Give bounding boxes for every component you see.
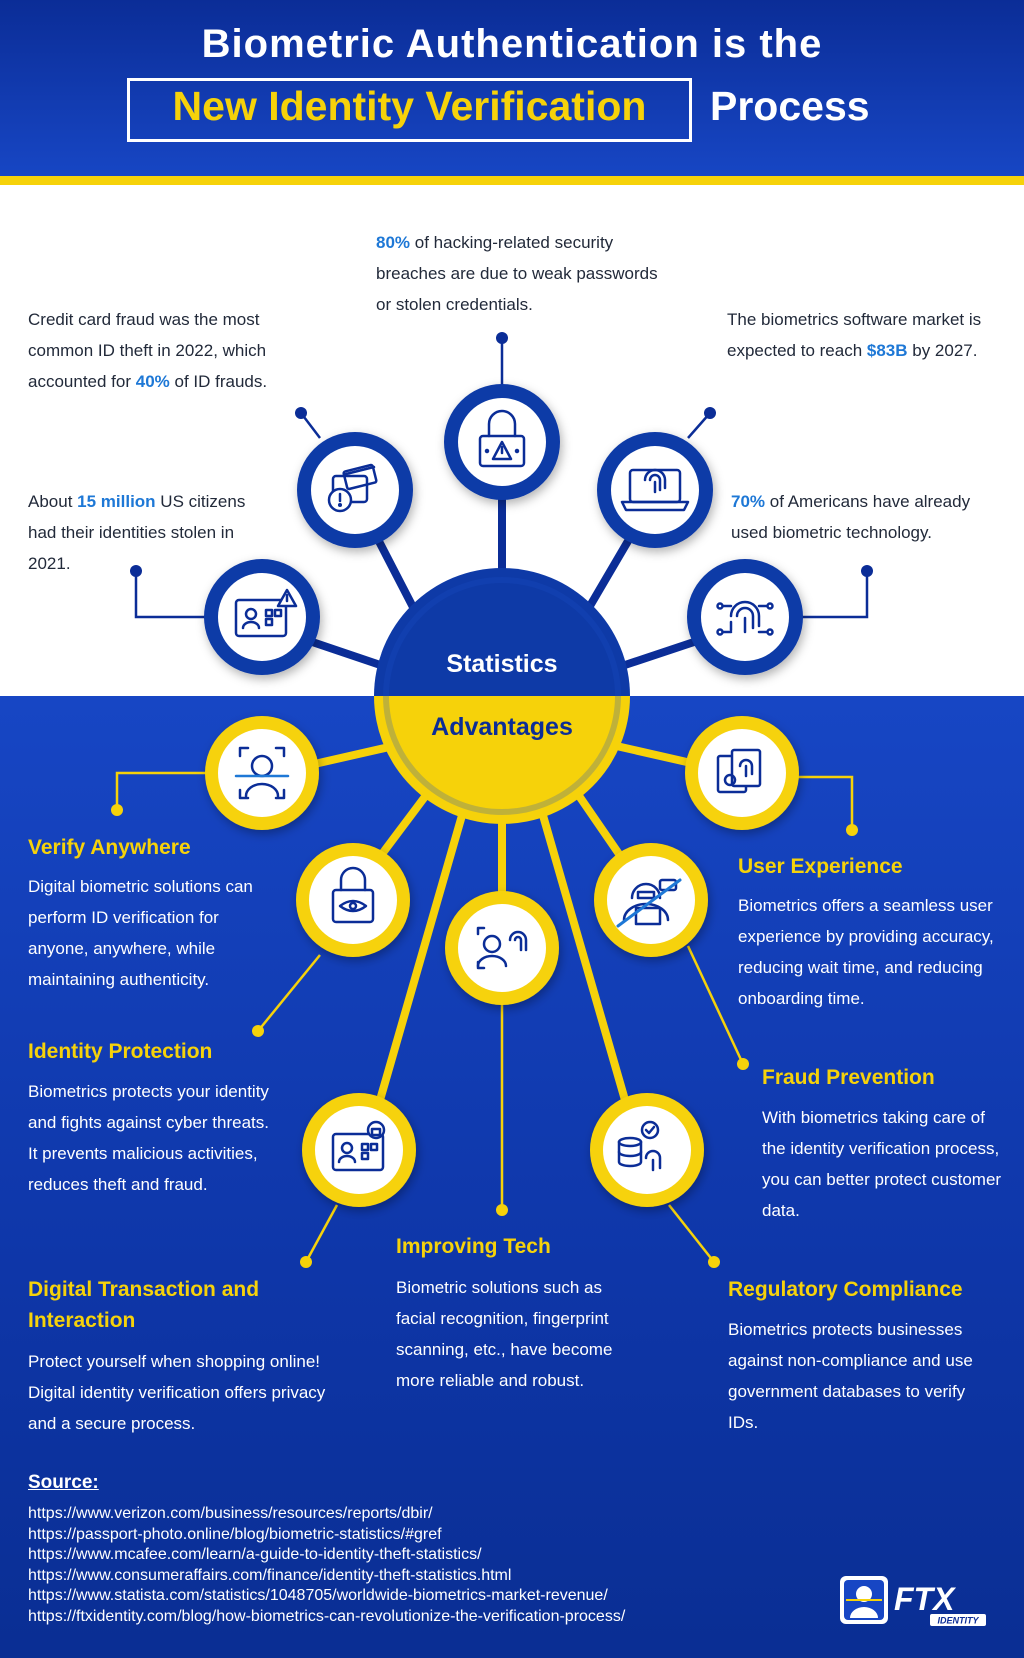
adv-ux-text: Biometrics offers a seamless user experi… bbox=[738, 896, 994, 1008]
stat-breaches: 80% of hacking-related security breaches… bbox=[376, 233, 658, 314]
advantages-spokes bbox=[309, 736, 701, 1102]
source-link[interactable]: https://passport-photo.online/blog/biome… bbox=[28, 1525, 442, 1543]
source-link[interactable]: https://www.consumeraffairs.com/finance/… bbox=[28, 1566, 512, 1584]
adv-protection-text: Biometrics protects your identity and fi… bbox=[28, 1082, 269, 1194]
central-hub bbox=[374, 568, 630, 824]
adv-fraud-title: Fraud Prevention bbox=[762, 1066, 935, 1089]
face-scan-icon bbox=[234, 746, 290, 800]
documents-fingerprint-icon bbox=[716, 748, 762, 794]
laptop-fingerprint-icon bbox=[620, 468, 690, 512]
title-highlight: New Identity Verification bbox=[172, 83, 647, 129]
hacker-laptop-icon bbox=[616, 878, 682, 928]
title-line-2-end: Process bbox=[710, 83, 870, 129]
wallet-card-warning-icon bbox=[327, 463, 378, 513]
stat-market: The biometrics software market is expect… bbox=[727, 310, 982, 360]
adv-compliance-title: Regulatory Compliance bbox=[728, 1278, 963, 1301]
svg-text:IDENTITY: IDENTITY bbox=[937, 1616, 979, 1626]
source-title: Source: bbox=[28, 1472, 99, 1493]
ftx-identity-logo: FTX IDENTITY bbox=[840, 1576, 986, 1626]
adv-protection-title: Identity Protection bbox=[28, 1040, 213, 1063]
id-card-lock-icon bbox=[331, 1120, 386, 1172]
hub-statistics-label: Statistics bbox=[446, 650, 558, 678]
padlock-warning-icon bbox=[478, 409, 526, 468]
stat-americans: 70% of Americans have already used biome… bbox=[731, 492, 971, 542]
stat-credit-card: Credit card fraud was the most common ID… bbox=[28, 310, 268, 391]
adv-compliance-text: Biometrics protects businesses against n… bbox=[728, 1320, 973, 1432]
stat-stolen: About 15 million US citizens had their i… bbox=[28, 492, 246, 573]
title-highlight-frame bbox=[127, 78, 692, 142]
svg-text:FTX: FTX bbox=[894, 1581, 956, 1617]
adv-transaction-title: Digital Transaction and Interaction bbox=[28, 1278, 260, 1332]
header-stripe bbox=[0, 176, 1024, 185]
adv-fraud-text: With biometrics taking care of the ident… bbox=[762, 1108, 1002, 1220]
adv-tech-text: Biometric solutions such as facial recog… bbox=[396, 1278, 613, 1390]
source-link[interactable]: https://www.verizon.com/business/resourc… bbox=[28, 1505, 433, 1522]
id-card-warning-icon bbox=[234, 588, 298, 638]
source-link[interactable]: https://ftxidentity.com/blog/how-biometr… bbox=[28, 1607, 626, 1625]
title-line-1: Biometric Authentication is the bbox=[201, 22, 823, 66]
header-banner bbox=[0, 0, 1024, 176]
fingerprint-circuit-icon bbox=[716, 600, 774, 636]
person-fingerprint-icon bbox=[476, 926, 528, 970]
adv-verify-title: Verify Anywhere bbox=[28, 836, 191, 859]
database-fingerprint-icon bbox=[617, 1120, 662, 1172]
padlock-eye-icon bbox=[331, 866, 375, 924]
source-link[interactable]: https://www.statista.com/statistics/1048… bbox=[28, 1587, 608, 1604]
adv-tech-title: Improving Tech bbox=[396, 1235, 551, 1258]
source-list: https://www.verizon.com/business/resourc… bbox=[28, 1504, 625, 1627]
adv-transaction-text: Protect yourself when shopping online! D… bbox=[28, 1352, 326, 1433]
adv-ux-title: User Experience bbox=[738, 855, 903, 878]
advantages-background bbox=[0, 696, 1024, 1658]
adv-verify-text: Digital biometric solutions can perform … bbox=[28, 877, 253, 989]
hub-advantages-label: Advantages bbox=[431, 713, 573, 741]
source-link[interactable]: https://www.mcafee.com/learn/a-guide-to-… bbox=[28, 1546, 482, 1563]
